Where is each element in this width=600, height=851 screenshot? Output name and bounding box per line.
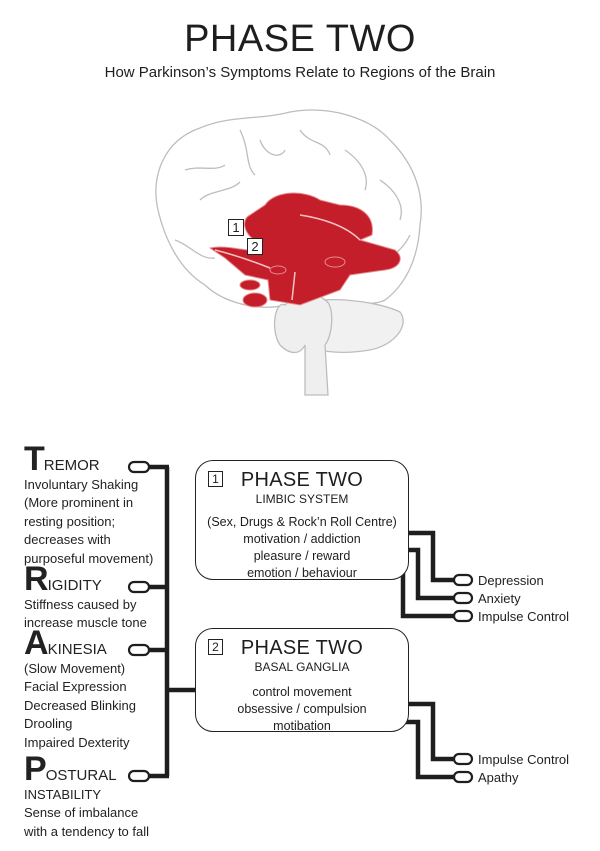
box-line: obsessive / compulsion	[237, 702, 367, 716]
box-line: motivation / addiction	[243, 532, 361, 546]
brain-outline	[155, 109, 422, 308]
symptom-heading: IGIDITY	[47, 577, 102, 594]
box-subtitle: LIMBIC SYSTEM	[255, 492, 349, 506]
brain-marker-1: 1	[228, 219, 244, 236]
symptom-rigidity: RIGIDITY Stiffness caused by increase mu…	[24, 562, 147, 633]
box-title: PHASE TWO	[240, 469, 364, 491]
region-highlights	[214, 214, 361, 301]
symptom-line: (More prominent in	[24, 495, 134, 510]
symptom-heading: REMOR	[43, 457, 100, 474]
page-subtitle: How Parkinson’s Symptoms Relate to Regio…	[104, 64, 496, 81]
outcome-impulse-control: Impulse Control	[478, 752, 570, 767]
highlighted-regions	[208, 192, 401, 308]
symptom-line: Sense of imbalance	[24, 805, 139, 820]
basal-ganglia-box: 2 PHASE TWO BASAL GANGLIA control moveme…	[195, 628, 409, 733]
brain-marker-2: 2	[247, 238, 263, 255]
outcome-apathy: Apathy	[478, 770, 519, 785]
box-number: 2	[208, 639, 223, 655]
symptom-initial: A	[24, 624, 49, 662]
symptom-line: Involuntary Shaking	[24, 476, 139, 492]
symptom-terminals	[127, 460, 151, 783]
box-number: 1	[208, 471, 223, 487]
brain-illustration	[155, 109, 422, 396]
box-subtitle: BASAL GANGLIA	[254, 660, 350, 674]
symptom-akinesia: AKINESIA (Slow Movement) Facial Expressi…	[24, 626, 137, 752]
symptom-line: INSTABILITY	[24, 786, 102, 802]
symptom-heading: OSTURAL	[45, 767, 117, 784]
limbic-system-box: 1 PHASE TWO LIMBIC SYSTEM (Sex, Drugs & …	[195, 460, 409, 580]
symptom-heading: KINESIA	[47, 641, 107, 658]
symptom-line: decreases with	[24, 532, 111, 547]
symptom-initial: T	[24, 440, 45, 478]
brainstem	[273, 293, 333, 396]
symptom-line: Drooling	[24, 716, 73, 731]
symptom-line: with a tendency to fall	[24, 823, 150, 839]
symptom-line: Stiffness caused by	[24, 596, 137, 612]
outcome-impulse-control: Impulse Control	[478, 609, 570, 624]
symptom-initial: R	[24, 560, 49, 598]
box-line: (Sex, Drugs & Rock’n Roll Centre)	[207, 515, 397, 529]
symptom-line: (Slow Movement)	[24, 660, 126, 676]
box-line: pleasure / reward	[253, 549, 351, 563]
box-title: PHASE TWO	[240, 637, 364, 659]
symptom-line: purposeful movement)	[24, 550, 154, 566]
symptom-line: Facial Expression	[24, 679, 127, 694]
box-line: motibation	[273, 719, 331, 733]
outcome-depression: Depression	[478, 573, 544, 588]
symptom-postural-instability: POSTURAL INSTABILITY Sense of imbalance …	[24, 752, 150, 841]
symptom-line: resting position;	[24, 513, 116, 529]
outcome-anxiety: Anxiety	[478, 591, 521, 606]
limbic-terminals	[452, 573, 474, 623]
basal-terminals	[452, 752, 474, 784]
symptom-line: Impaired Dexterity	[24, 734, 130, 750]
symptom-line: increase muscle tone	[24, 615, 147, 630]
symptom-initial: P	[24, 750, 47, 788]
symptom-line: Decreased Blinking	[24, 697, 137, 713]
box-line: control movement	[252, 685, 352, 699]
box-line: emotion / behaviour	[247, 566, 357, 580]
page-title: PHASE TWO	[184, 18, 416, 60]
symptom-tremor: TREMOR Involuntary Shaking (More promine…	[24, 442, 154, 568]
